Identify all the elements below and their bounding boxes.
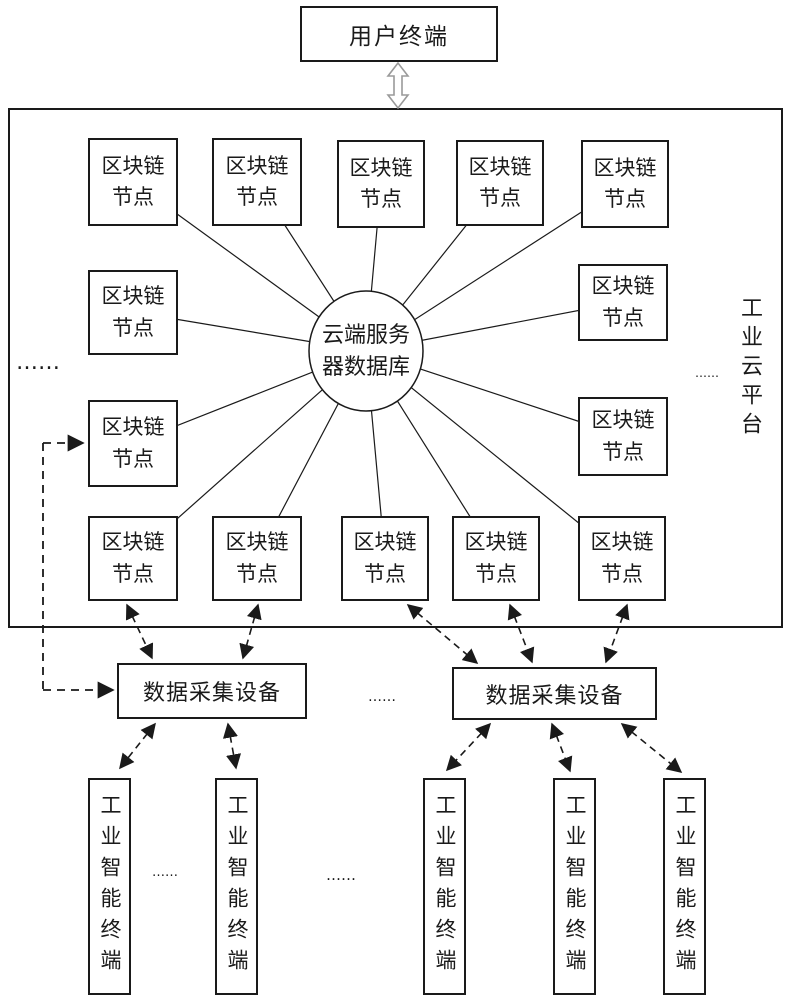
- blockchain-node-14: 区块链 节点: [578, 516, 666, 601]
- blockchain-node-10: 区块链 节点: [88, 516, 178, 601]
- blockchain-node-2: 区块链 节点: [212, 138, 302, 226]
- feedback-dashed-path: [42, 434, 115, 699]
- blockchain-node-9: 区块链 节点: [578, 397, 668, 476]
- blockchain-node-5: 区块链 节点: [581, 140, 669, 228]
- blockchain-node-1: 区块链 节点: [88, 138, 178, 226]
- ellipsis-between-terminals-left: ……: [152, 865, 178, 880]
- blockchain-node-8: 区块链 节点: [88, 400, 178, 487]
- user-terminal-box: 用户终端: [300, 6, 498, 62]
- ellipsis-left: ……: [16, 350, 60, 375]
- industrial-terminal-label: 工业智能终端: [225, 793, 249, 980]
- data-collector-left: 数据采集设备: [117, 663, 307, 719]
- industrial-terminal-label: 工业智能终端: [433, 793, 457, 980]
- industrial-terminal-label: 工业智能终端: [563, 793, 587, 980]
- server-db-label: 云端服务 器数据库: [321, 322, 410, 379]
- cloud-platform-label: 工业云平台: [738, 296, 763, 441]
- ellipsis-right: ……: [695, 366, 719, 380]
- server-db-circle: [308, 290, 424, 412]
- industrial-terminal-4: 工业智能终端: [553, 778, 596, 995]
- blockchain-node-11: 区块链 节点: [212, 516, 302, 601]
- data-collector-right: 数据采集设备: [452, 667, 657, 720]
- industrial-terminal-label: 工业智能终端: [673, 793, 697, 980]
- industrial-terminal-label: 工业智能终端: [98, 793, 122, 980]
- industrial-terminal-5: 工业智能终端: [663, 778, 706, 995]
- industrial-terminal-2: 工业智能终端: [215, 778, 258, 995]
- node-collector-arrows: [125, 603, 630, 664]
- user-platform-double-arrow-icon: [386, 61, 410, 110]
- collector-terminal-arrows: [119, 722, 683, 773]
- blockchain-node-13: 区块链 节点: [452, 516, 540, 601]
- ellipsis-between-collectors: ……: [368, 689, 396, 705]
- blockchain-node-7: 区块链 节点: [578, 264, 668, 341]
- industrial-terminal-3: 工业智能终端: [423, 778, 466, 995]
- blockchain-node-6: 区块链 节点: [88, 270, 178, 355]
- ellipsis-between-terminals-mid: ……: [326, 866, 356, 884]
- blockchain-node-4: 区块链 节点: [456, 140, 544, 226]
- blockchain-node-3: 区块链 节点: [337, 140, 425, 228]
- industrial-terminal-1: 工业智能终端: [88, 778, 131, 995]
- blockchain-node-12: 区块链 节点: [341, 516, 429, 601]
